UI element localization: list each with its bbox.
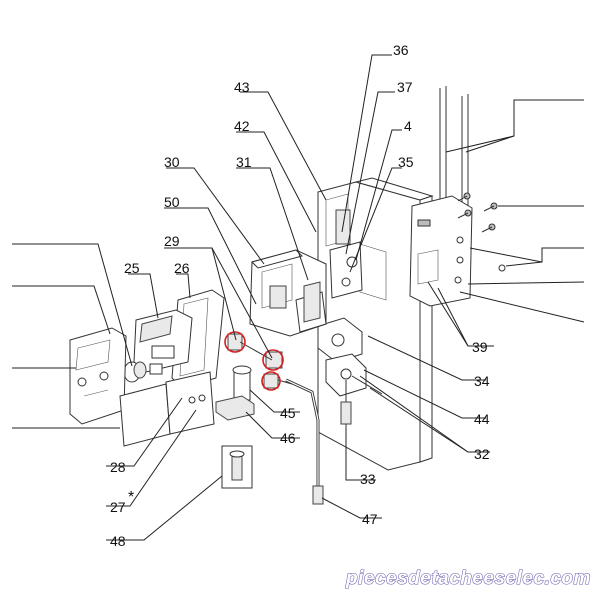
label-34: 34 (474, 373, 490, 389)
label-45: 45 (280, 405, 296, 421)
label-4: 4 (404, 118, 412, 134)
part-48 (221, 445, 253, 489)
label-36: 36 (393, 42, 409, 58)
pipe (285, 378, 324, 505)
valve-45 (232, 365, 252, 401)
red-circle-mark (262, 349, 284, 371)
screws (457, 192, 498, 233)
label-37: 37 (397, 79, 413, 95)
block-46 (215, 395, 255, 421)
label-33: 33 (360, 471, 376, 487)
watermark-text: piecesdetacheeselec.com (345, 568, 591, 589)
label-39: 39 (472, 339, 488, 355)
label-47: 47 (362, 511, 378, 527)
label-31: 31 (236, 154, 252, 170)
part-labels: 36 43 37 42 4 30 31 35 50 29 25 26 39 34… (110, 42, 490, 549)
asterisk-mark: * (128, 489, 134, 506)
label-27: 27 (110, 499, 126, 515)
side-chassis (409, 86, 506, 307)
label-28: 28 (110, 459, 126, 475)
red-circle-mark (261, 371, 281, 391)
label-25: 25 (124, 260, 140, 276)
lower-cover (119, 383, 171, 447)
red-circle-mark (224, 331, 246, 353)
boiler-housing (249, 249, 327, 337)
label-30: 30 (164, 154, 180, 170)
label-35: 35 (398, 154, 414, 170)
lower-mechanism (317, 317, 383, 428)
fittings (224, 331, 293, 391)
side-cover (165, 371, 215, 435)
label-50: 50 (164, 194, 180, 210)
front-face-plate (69, 327, 127, 425)
label-32: 32 (474, 446, 490, 462)
label-42: 42 (234, 118, 250, 134)
label-48: 48 (110, 533, 126, 549)
control-knob (123, 361, 163, 383)
label-44: 44 (474, 411, 490, 427)
label-43: 43 (234, 79, 250, 95)
label-26: 26 (174, 260, 190, 276)
label-46: 46 (280, 430, 296, 446)
label-29: 29 (164, 233, 180, 249)
leader-lines (12, 54, 585, 541)
